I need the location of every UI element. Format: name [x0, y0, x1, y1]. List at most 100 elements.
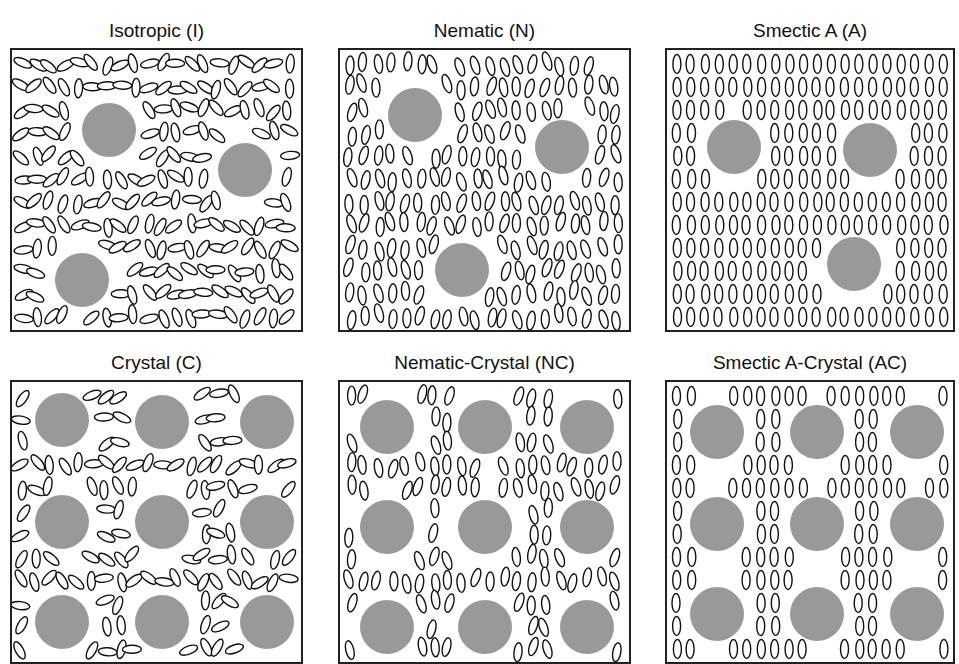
rod-molecule: [785, 216, 793, 235]
panel-title: Smectic A (A): [665, 18, 955, 48]
rod-molecule: [687, 308, 695, 327]
rod-molecule: [757, 502, 765, 521]
rod-molecule: [210, 190, 222, 210]
rod-molecule: [567, 306, 578, 326]
rod-molecule: [58, 101, 71, 121]
rod-molecule: [527, 596, 535, 615]
rod-molecule: [277, 307, 296, 326]
rod-molecule: [12, 415, 31, 426]
rod-molecule: [758, 170, 766, 189]
rod-molecule: [280, 167, 293, 187]
rod-molecule: [514, 124, 527, 145]
rod-molecule: [812, 147, 820, 166]
rod-molecule: [687, 239, 695, 258]
rod-molecule: [554, 303, 564, 323]
rod-molecule: [716, 101, 724, 120]
rod-molecule: [440, 144, 452, 164]
rod-molecule: [425, 619, 437, 639]
rod-molecule: [192, 508, 212, 518]
rod-molecule: [772, 216, 780, 235]
rod-molecule: [868, 193, 876, 212]
rod-molecule: [457, 81, 465, 100]
rod-molecule: [455, 172, 469, 193]
rod-molecule: [209, 388, 229, 399]
rod-molecule: [688, 262, 696, 281]
rod-molecule: [583, 96, 597, 117]
rod-molecule: [582, 567, 593, 587]
rod-molecule: [385, 144, 395, 164]
rod-molecule: [487, 307, 498, 327]
rod-molecule: [414, 594, 428, 615]
rod-molecule: [938, 101, 946, 120]
rod-molecule: [140, 57, 160, 69]
rod-molecule: [169, 98, 183, 119]
rod-molecule: [912, 124, 920, 143]
rod-molecule: [940, 479, 948, 498]
rod-molecule: [373, 191, 385, 211]
rod-molecule: [472, 217, 483, 237]
rod-molecule: [515, 458, 525, 478]
rod-molecule: [12, 600, 30, 610]
rod-molecule: [526, 102, 537, 122]
rod-molecule: [14, 245, 34, 255]
rod-molecule: [252, 240, 268, 260]
rod-molecule: [869, 410, 877, 429]
colloid-particle: [360, 400, 414, 454]
rod-molecule: [113, 170, 129, 190]
rod-molecule: [280, 151, 300, 161]
phase-panel: Isotropic (I): [10, 18, 303, 332]
rod-molecule: [151, 195, 171, 207]
rod-molecule: [597, 125, 607, 145]
rod-molecule: [757, 193, 765, 212]
rod-molecule: [443, 593, 456, 613]
rod-molecule: [771, 594, 779, 613]
rod-molecule: [41, 75, 59, 95]
rod-molecule: [896, 308, 904, 327]
rod-molecule: [584, 263, 594, 283]
rod-molecule: [136, 173, 157, 189]
rod-molecule: [355, 73, 368, 94]
rod-molecule: [360, 170, 372, 190]
rod-molecule: [599, 101, 608, 120]
rod-molecule: [470, 147, 481, 167]
rod-molecule: [730, 640, 738, 659]
rod-molecule: [869, 55, 877, 74]
rod-molecule: [827, 55, 835, 74]
rod-molecule: [440, 191, 452, 211]
rod-molecule: [540, 216, 548, 235]
rod-molecule: [840, 78, 848, 97]
colloid-particle: [35, 495, 89, 549]
rod-molecule: [841, 55, 849, 74]
rod-molecule: [498, 478, 509, 498]
rod-molecule: [729, 55, 737, 74]
rod-molecule: [672, 216, 680, 235]
rod-molecule: [771, 101, 779, 120]
rod-molecule: [500, 261, 513, 281]
rod-molecule: [454, 214, 467, 235]
rod-molecule: [729, 479, 737, 498]
colloid-particle: [535, 120, 589, 174]
rod-molecule: [500, 567, 510, 587]
rod-molecule: [702, 170, 710, 189]
rod-molecule: [869, 101, 877, 120]
rod-molecule: [127, 477, 137, 497]
rod-molecule: [401, 574, 412, 594]
rod-molecule: [716, 78, 724, 97]
colloid-particle: [388, 88, 442, 142]
rod-molecule: [66, 573, 86, 591]
rod-molecule: [40, 103, 60, 120]
rod-molecule: [543, 407, 553, 427]
rod-molecule: [869, 308, 877, 327]
rod-molecule: [56, 194, 70, 215]
rod-molecule: [538, 77, 552, 98]
rod-molecule: [597, 309, 610, 329]
rod-molecule: [496, 456, 510, 477]
rod-molecule: [390, 572, 398, 591]
rod-molecule: [772, 78, 780, 97]
rod-molecule: [141, 452, 156, 473]
rod-molecule: [673, 387, 681, 406]
rod-molecule: [939, 55, 947, 74]
rod-molecule: [856, 387, 864, 406]
phase-illustration: [12, 50, 303, 332]
rod-molecule: [526, 544, 537, 564]
